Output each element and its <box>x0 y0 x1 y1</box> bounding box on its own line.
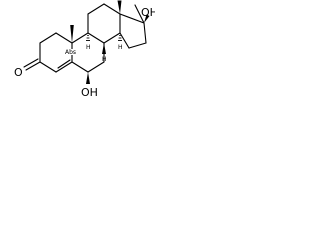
hashed-bonds <box>86 35 122 41</box>
wedge-c17-oh <box>144 14 150 23</box>
atom-label-c17-hydroxyl: OH <box>141 6 155 19</box>
bond-c4-c5 <box>55 61 73 73</box>
stereo-label-c10-abs: Abs <box>65 49 76 56</box>
bond-c11-c12 <box>87 3 105 15</box>
bond-c16-c17 <box>143 22 147 44</box>
bond-c15-c16 <box>128 42 147 49</box>
bond-c14-c15 <box>119 32 130 49</box>
atom-label-carbonyl-o: O <box>14 66 23 79</box>
stereo-label-c14-h: H <box>118 44 123 51</box>
bond-c10-c1 <box>55 32 73 44</box>
bond-c9-c8 <box>87 32 105 44</box>
structure-diagram: O OH OH H H Abs H <box>14 0 155 99</box>
wedge-c8-h <box>102 43 106 54</box>
atom-label-c6-hydroxyl: OH <box>81 86 98 99</box>
wedge-bonds <box>70 0 150 84</box>
bond-c3-o-b <box>23 58 39 68</box>
bond-c17-c13 <box>119 13 145 24</box>
wedge-c13-methyl <box>117 0 122 14</box>
bond-lines <box>23 3 147 73</box>
bond-c3-c4 <box>39 61 57 73</box>
bond-c17-methyl <box>134 4 145 24</box>
stereo-label-c8-h: H <box>102 56 107 63</box>
stereo-label-background <box>64 49 78 55</box>
wedge-c10-methyl <box>70 25 74 43</box>
bond-c1-c2 <box>39 32 57 44</box>
bond-c3-o-a <box>25 61 41 71</box>
wedge-c6-oh <box>86 72 90 84</box>
bond-c14-c8 <box>103 32 121 44</box>
bond-c10-c9 <box>71 32 89 44</box>
bond-c4-c5-double <box>57 59 71 69</box>
bond-c12-c13 <box>103 3 121 15</box>
stereo-label-c9-h: H <box>86 44 91 51</box>
atom-labels: O OH OH H H Abs H <box>14 6 155 99</box>
bond-c6-c5 <box>71 61 89 73</box>
bond-c7-c6 <box>87 61 105 73</box>
